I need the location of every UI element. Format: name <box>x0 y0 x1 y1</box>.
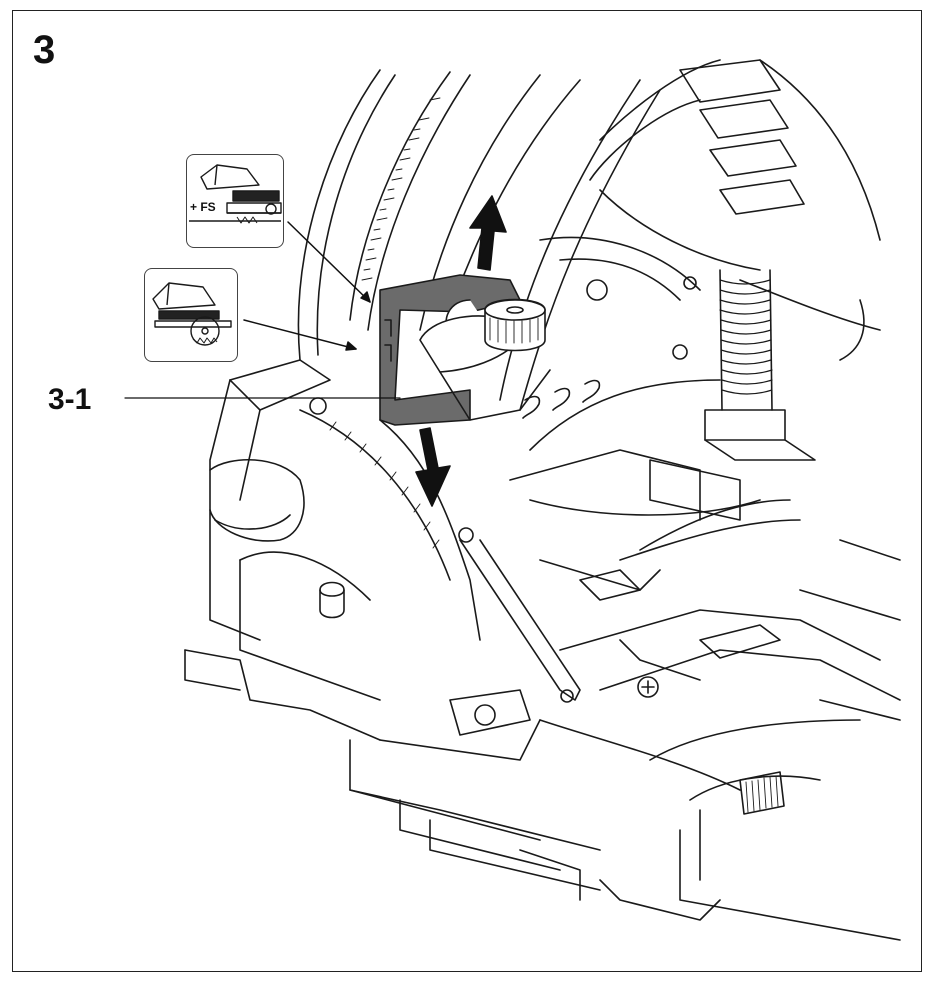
spring-slots <box>522 379 601 419</box>
up-arrow <box>469 195 507 271</box>
saw-on-workpiece-icon <box>152 282 232 346</box>
down-arrow <box>415 427 451 507</box>
saw-on-rail-icon <box>189 164 282 224</box>
base-plate <box>184 359 741 921</box>
motor-housing <box>589 59 881 361</box>
guard-body <box>509 236 801 561</box>
fs-label: + FS <box>190 200 216 214</box>
leader-lines <box>124 221 401 399</box>
figure-number: 3 <box>33 28 56 72</box>
guide-rail-base <box>539 539 901 941</box>
inset-with-guide-rail: + FS <box>186 154 284 248</box>
depth-spring <box>704 269 816 461</box>
inset-without-guide-rail <box>144 268 238 362</box>
depth-stop-part <box>379 274 551 426</box>
callout-3-1: 3-1 <box>48 383 92 416</box>
